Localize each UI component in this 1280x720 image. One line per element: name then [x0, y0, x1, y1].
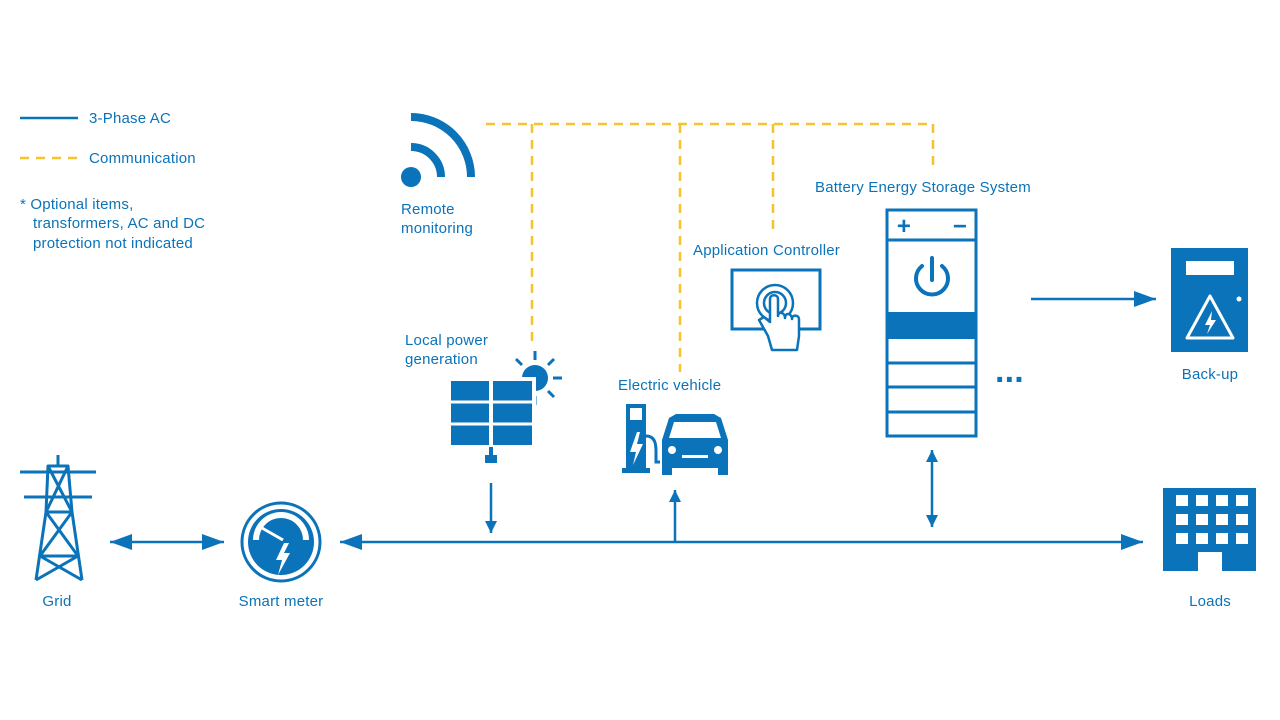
local-power-label-line1: Local power — [405, 332, 488, 349]
backup-label: Back-up — [1182, 366, 1238, 383]
pylon-icon — [20, 455, 96, 582]
loads-label: Loads — [1189, 593, 1231, 610]
solar-panel-icon — [447, 377, 536, 463]
grid-label: Grid — [42, 593, 71, 610]
legend-communication-label: Communication — [89, 150, 196, 167]
battery-plus-sign: + — [897, 213, 911, 240]
bess-label: Battery Energy Storage System — [815, 179, 1031, 196]
wifi-icon — [401, 113, 475, 187]
legend-note-line2: transformers, AC and DC — [33, 215, 205, 232]
remote-monitoring-label-line2: monitoring — [401, 220, 473, 237]
touch-controller-icon — [730, 268, 822, 352]
local-power-label-line2: generation — [405, 351, 478, 368]
meter-gauge-icon — [240, 501, 322, 583]
legend-note-line1: * Optional items, — [20, 196, 133, 213]
legend-ac-label: 3-Phase AC — [89, 110, 171, 127]
battery-minus-sign: − — [953, 213, 967, 240]
communication-lines — [486, 122, 935, 372]
smart-meter-label: Smart meter — [239, 593, 324, 610]
electric-vehicle-label: Electric vehicle — [618, 377, 721, 394]
power-icon — [914, 256, 950, 297]
high-voltage-icon — [1185, 294, 1235, 340]
application-controller-label: Application Controller — [693, 242, 840, 259]
ellipsis-more-batteries: ... — [995, 352, 1024, 390]
building-icon — [1163, 488, 1256, 571]
legend: 3-Phase AC Communication * Optional item… — [20, 110, 205, 252]
ev-charger-icon — [622, 404, 660, 473]
remote-monitoring-label-line1: Remote — [401, 201, 455, 218]
car-icon — [662, 414, 728, 475]
battery-rack-icon — [885, 208, 978, 438]
legend-note-line3: protection not indicated — [33, 235, 193, 252]
